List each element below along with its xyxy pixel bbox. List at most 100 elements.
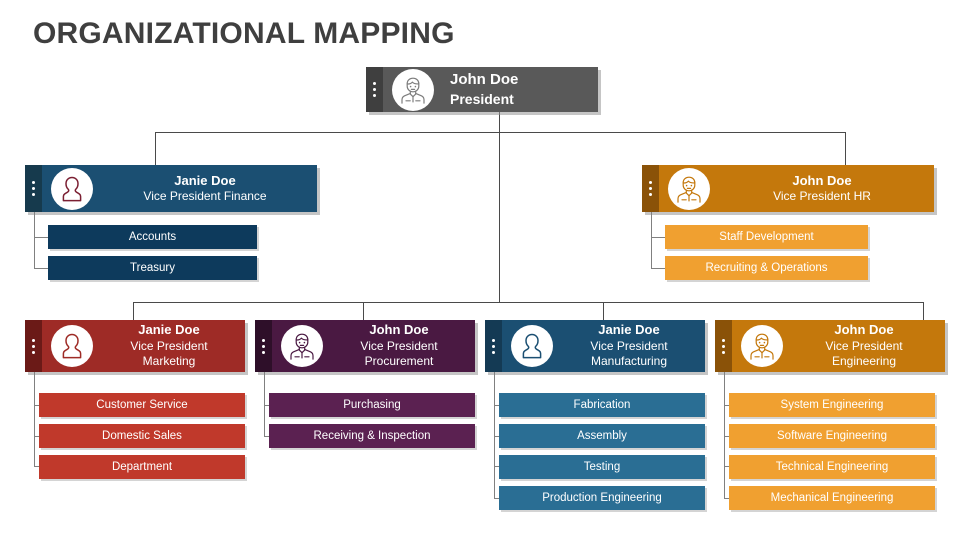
node-text: Janie Doe Vice President Manufacturing [553,322,705,369]
page-title: ORGANIZATIONAL MAPPING [33,17,455,50]
sub-connector-marketing-spine [34,372,35,466]
female-avatar-icon [511,325,553,367]
handle-dot [32,181,35,184]
node-role: Vice President HR [773,188,871,203]
node-text: Janie Doe Vice President Marketing [93,322,245,369]
sub-connector-hr-staff-development [651,237,665,238]
child-receiving-inspection[interactable]: Receiving & Inspection [269,424,475,448]
drag-handle-dots[interactable] [25,165,42,212]
node-role-line2: Manufacturing [590,354,668,369]
sub-connector-finance-accounts [34,237,48,238]
child-treasury[interactable]: Treasury [48,256,257,280]
connector-to-engineering [923,302,924,320]
node-vp-engineering[interactable]: John Doe Vice President Engineering [715,320,945,372]
male-avatar-icon [668,167,710,210]
child-accounts[interactable]: Accounts [48,225,257,249]
handle-dot [32,344,35,348]
handle-dot [262,344,265,348]
handle-dot [32,193,35,196]
node-role-line2: Marketing [142,354,196,369]
connector-to-manufacturing [603,302,604,320]
male-avatar-icon [392,68,434,111]
child-technical-engineering[interactable]: Technical Engineering [729,455,935,479]
node-vp-procurement[interactable]: John Doe Vice President Procurement [255,320,475,372]
drag-handle-dots[interactable] [642,165,659,212]
connector-to-procurement [363,302,364,320]
node-name: John Doe [369,322,429,338]
handle-dot [32,187,35,190]
handle-dot [649,181,652,184]
node-text: John Doe President [434,71,598,108]
male-avatar-icon [741,325,783,367]
male-avatar-icon [281,325,323,367]
child-testing[interactable]: Testing [499,455,705,479]
node-text: John Doe Vice President Procurement [323,322,475,369]
handle-dot [649,193,652,196]
handle-dot [492,350,495,354]
node-text: John Doe Vice President Engineering [783,322,945,369]
node-body: Janie Doe Vice President Manufacturing [502,320,705,372]
connector-to-hr [845,132,846,165]
connector-level3-bus [133,302,923,303]
drag-handle-dots[interactable] [255,320,272,372]
handle-dot [32,338,35,342]
drag-handle-dots[interactable] [485,320,502,372]
sub-connector-hr-spine [651,212,652,268]
child-department[interactable]: Department [39,455,245,479]
sub-connector-engineering-spine [724,372,725,498]
sub-connector-manufacturing-spine [494,372,495,498]
node-role-line2: Engineering [831,354,897,369]
node-president[interactable]: John Doe President [366,67,598,112]
node-role-line1: Vice President [825,338,903,353]
node-role-line1: Vice President [590,338,668,353]
drag-handle-dots[interactable] [715,320,732,372]
sub-connector-hr-recruiting [651,268,665,269]
child-mechanical-engineering[interactable]: Mechanical Engineering [729,486,935,510]
handle-dot [262,350,265,354]
node-vp-hr[interactable]: John Doe Vice President HR [642,165,934,212]
node-role-line2: Procurement [364,354,434,369]
connector-president-down [499,110,500,132]
node-role-line1: Vice President [130,338,208,353]
handle-dot [32,350,35,354]
node-name: John Doe [834,322,894,338]
handle-dot [492,344,495,348]
child-staff-development[interactable]: Staff Development [665,225,868,249]
handle-dot [722,338,725,342]
child-purchasing[interactable]: Purchasing [269,393,475,417]
child-production-engineering[interactable]: Production Engineering [499,486,705,510]
connector-to-finance [155,132,156,165]
handle-dot [373,82,376,85]
child-software-engineering[interactable]: Software Engineering [729,424,935,448]
handle-dot [373,88,376,91]
child-fabrication[interactable]: Fabrication [499,393,705,417]
node-role: Vice President Finance [143,188,267,203]
handle-dot [722,344,725,348]
child-system-engineering[interactable]: System Engineering [729,393,935,417]
node-body: John Doe Vice President Procurement [272,320,475,372]
connector-level2-bus [155,132,845,133]
node-body: John Doe Vice President Engineering [732,320,945,372]
node-name: Janie Doe [598,322,660,338]
child-domestic-sales[interactable]: Domestic Sales [39,424,245,448]
sub-connector-finance-spine [34,212,35,268]
handle-dot [649,187,652,190]
female-avatar-icon [51,325,93,367]
female-avatar-icon [51,167,93,210]
child-customer-service[interactable]: Customer Service [39,393,245,417]
node-role: President [450,90,514,107]
drag-handle-dots[interactable] [366,67,383,112]
child-assembly[interactable]: Assembly [499,424,705,448]
drag-handle-dots[interactable] [25,320,42,372]
node-vp-marketing[interactable]: Janie Doe Vice President Marketing [25,320,245,372]
node-name: John Doe [792,172,852,188]
node-vp-manufacturing[interactable]: Janie Doe Vice President Manufacturing [485,320,705,372]
node-role-line1: Vice President [360,338,438,353]
connector-to-marketing [133,302,134,320]
child-recruiting-operations[interactable]: Recruiting & Operations [665,256,868,280]
node-text: John Doe Vice President HR [710,173,934,205]
node-body: John Doe President [383,67,598,112]
node-vp-finance[interactable]: Janie Doe Vice President Finance [25,165,317,212]
node-body: John Doe Vice President HR [659,165,934,212]
